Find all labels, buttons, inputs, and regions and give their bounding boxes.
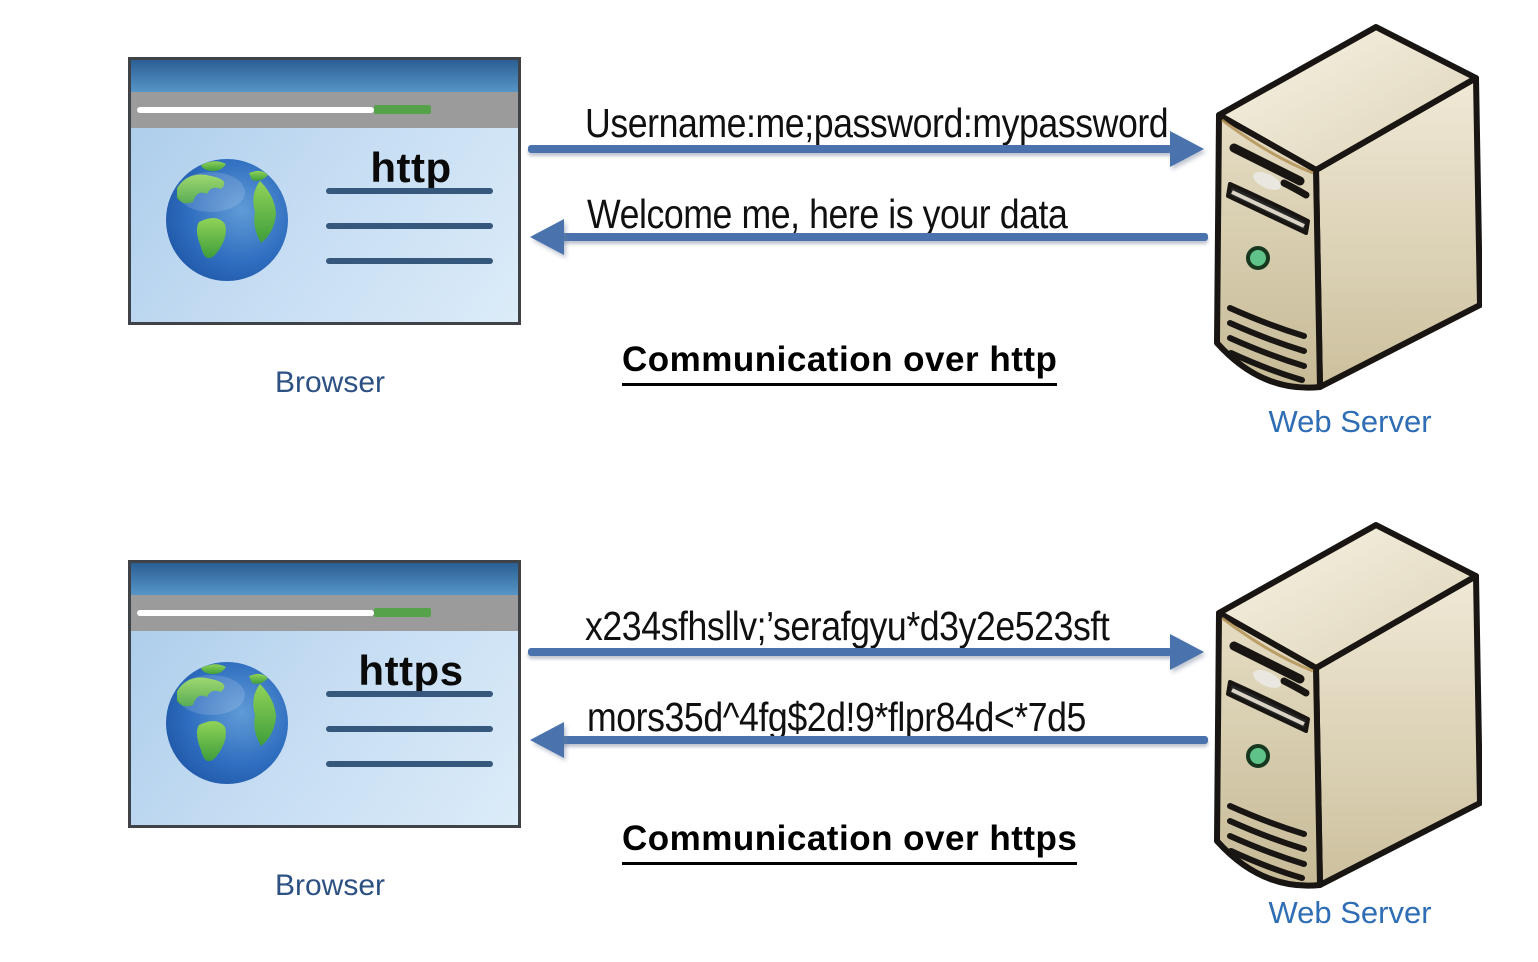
https-section: https Browser Web Server x234sfhsllv;’se… xyxy=(0,503,1538,962)
address-bar xyxy=(137,610,374,616)
web-server-icon xyxy=(1210,516,1482,898)
web-server-icon xyxy=(1210,18,1482,400)
http-section: http Browser Web Server Username:me;pass… xyxy=(128,0,1538,439)
browser-titlebar xyxy=(131,563,518,595)
page-text-line xyxy=(326,761,493,767)
globe-icon xyxy=(163,156,291,284)
page-text-line xyxy=(326,223,493,229)
progress-bar xyxy=(374,608,431,617)
browser-label: Browser xyxy=(274,366,386,399)
request-message: Username:me;password:mypassword xyxy=(585,100,1169,146)
progress-bar xyxy=(374,105,431,114)
browser-toolbar xyxy=(131,595,518,631)
web-server-label: Web Server xyxy=(1268,404,1432,439)
browser-toolbar xyxy=(131,92,518,128)
request-arrow-shaft xyxy=(528,145,1172,153)
globe-icon xyxy=(163,659,291,787)
browser-titlebar xyxy=(131,60,518,92)
section-caption: Communication over http xyxy=(622,340,1058,386)
browser-label: Browser xyxy=(274,869,386,902)
section-caption: Communication over https xyxy=(622,819,1078,865)
request-arrow-shaft xyxy=(528,648,1172,656)
response-arrow-head xyxy=(530,219,564,255)
response-message: Welcome me, here is your data xyxy=(587,191,1068,237)
web-server-label: Web Server xyxy=(1268,895,1432,930)
page-text-line xyxy=(326,726,493,732)
request-arrow-head xyxy=(1170,634,1204,670)
page-text-line xyxy=(326,691,493,697)
address-bar xyxy=(137,107,374,113)
protocol-label: http xyxy=(370,144,452,191)
protocol-label: https xyxy=(358,647,464,694)
request-message: x234sfhsllv;’serafgyu*d3y2e523sft xyxy=(585,603,1110,649)
browser-window: http xyxy=(128,57,521,325)
request-arrow-head xyxy=(1170,131,1204,167)
browser-window: https xyxy=(128,560,521,828)
response-message: mors35d^4fg$2d!9*flpr84d<*7d5 xyxy=(587,694,1086,740)
response-arrow-shaft xyxy=(558,736,1208,744)
page-text-line xyxy=(326,188,493,194)
response-arrow-head xyxy=(530,722,564,758)
response-arrow-shaft xyxy=(558,233,1208,241)
page-text-line xyxy=(326,258,493,264)
